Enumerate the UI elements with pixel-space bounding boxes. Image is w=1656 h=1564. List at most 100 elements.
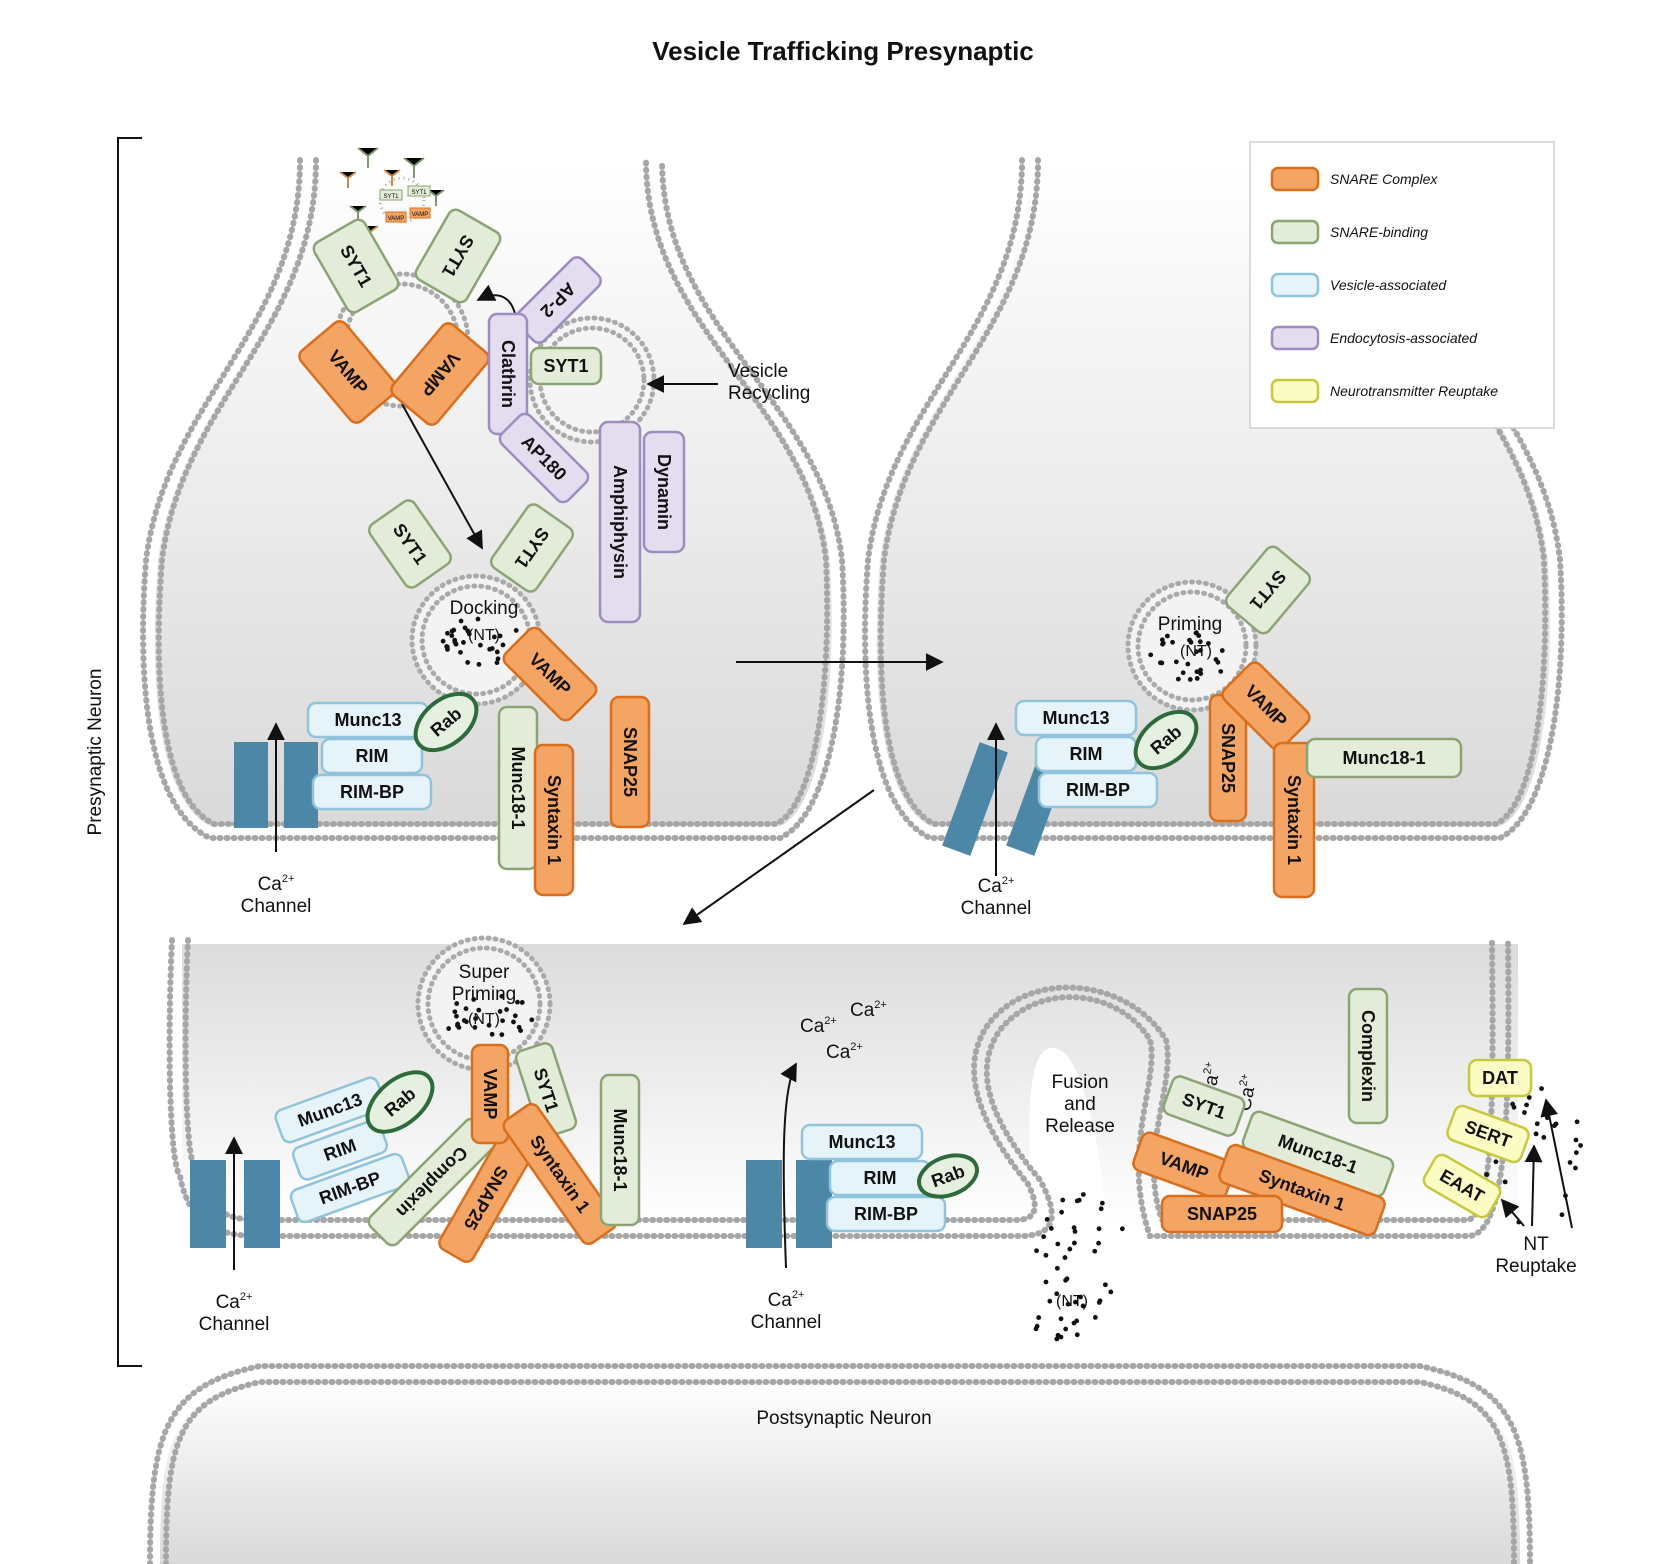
nt-label: (NT) <box>468 1011 500 1028</box>
stage-arrow-2 <box>682 789 875 926</box>
nt-label: (NT) <box>468 627 500 644</box>
nt-dot <box>1108 1289 1114 1295</box>
protein-p1-syt1-b: SYT1 <box>414 208 502 304</box>
nt-dot <box>1071 1225 1077 1231</box>
protein-p4-complexin: Complexin <box>1347 987 1389 1125</box>
nt-dot <box>1058 1316 1064 1322</box>
protein-p2-rim: RIM <box>1034 735 1138 773</box>
legend-swatch <box>1270 325 1320 351</box>
protein-p1-syt1-e: SYT1 <box>489 503 575 593</box>
protein-label: RIM <box>864 1168 897 1188</box>
nt-dot <box>1098 1206 1104 1212</box>
nt-dot <box>458 649 463 655</box>
nt-dot <box>1036 1315 1042 1320</box>
nt-dot <box>499 993 505 999</box>
protein-p2-rab: Rab <box>1133 709 1199 771</box>
ca-channel-label-4: Ca2+Channel <box>751 1289 822 1333</box>
protein-p3-munc18: Munc18-1 <box>599 1073 641 1227</box>
nt-dot <box>497 1009 503 1014</box>
nt-dot <box>451 627 457 633</box>
nt-dot <box>1170 639 1175 645</box>
nt-dot <box>1173 659 1179 665</box>
nt-dot <box>1073 1299 1078 1305</box>
protein-label: RIM <box>356 746 389 766</box>
nt-dot <box>1516 1219 1522 1225</box>
legend-item: SNARE Complex <box>1270 166 1438 192</box>
neurotransmitter-dots <box>440 616 1583 1342</box>
ca-channel-1 <box>234 722 318 852</box>
nt-dot <box>1187 677 1193 682</box>
postsynaptic-membrane-inner <box>163 1379 1517 1564</box>
mini-labels: SYT1 SYT1 VAMP VAMP <box>379 185 431 223</box>
protein-label: DAT <box>1482 1068 1518 1088</box>
mini-label: VAMP <box>388 216 405 222</box>
nt-dot <box>1215 659 1221 665</box>
protein-p1-rab: Rab <box>413 691 479 753</box>
nt-dot <box>1159 660 1165 666</box>
protein-p2-munc13: Munc13 <box>1014 699 1138 737</box>
legend-swatch <box>1270 166 1320 192</box>
nt-dot <box>463 1006 469 1012</box>
nt-dot <box>1484 1172 1490 1177</box>
nt-dot <box>1054 1265 1060 1271</box>
nt-dot <box>1526 1095 1532 1100</box>
ca-channel-3 <box>190 1136 280 1270</box>
ca-ion: Ca2+ <box>800 1015 837 1037</box>
protein-label: Munc13 <box>1042 708 1109 728</box>
nt-dot <box>449 633 455 639</box>
nt-dot <box>511 1019 516 1025</box>
super-priming-vesicle-inner <box>425 945 543 1063</box>
nt-dot <box>1033 1326 1039 1332</box>
nt-dot <box>1055 1241 1061 1247</box>
nt-dot <box>491 634 497 640</box>
nt-dot <box>452 1009 458 1015</box>
priming-vesicle <box>1125 579 1259 713</box>
protein-p1-vamp-b: VAMP <box>390 322 490 426</box>
nt-dot <box>1493 1159 1499 1165</box>
protein-p1-vamp-c: VAMP <box>502 626 598 722</box>
protein-p3-rim: RIM <box>291 1119 389 1181</box>
nt-dot <box>1218 669 1224 674</box>
nt-dot <box>471 997 477 1002</box>
nt-dot <box>1044 1216 1050 1222</box>
nt-dot <box>454 1001 460 1006</box>
legend-item: Endocytosis-associated <box>1270 325 1478 351</box>
nt-dot <box>1541 1135 1547 1140</box>
mini-label: SYT1 <box>383 194 399 200</box>
nt-dot <box>455 1021 461 1027</box>
nt-dot <box>478 642 483 648</box>
protein-label: VAMP <box>480 1069 500 1120</box>
nt-dot <box>452 639 458 645</box>
protein-p2-syntaxin: Syntaxin 1 <box>1272 741 1316 899</box>
legend-item: Neurotransmitter Reuptake <box>1270 378 1498 404</box>
nt-dot <box>446 1026 452 1031</box>
nt-dot <box>500 642 506 648</box>
protein-p1-snap25: SNAP25 <box>609 695 651 829</box>
nt-dot <box>1076 1197 1082 1203</box>
nt-dot <box>1219 648 1225 653</box>
legend-swatch <box>1270 272 1320 298</box>
legend-swatch <box>1270 219 1320 245</box>
diagram-title: Vesicle Trafficking Presynaptic <box>652 36 1034 66</box>
postsynaptic-membrane-outer <box>147 1363 1533 1564</box>
ca-channel-label-2: Ca2+Channel <box>961 875 1032 919</box>
protein-p4-rab: Rab <box>917 1153 979 1199</box>
protein-label: SNAP25 <box>1218 723 1238 793</box>
nt-dot <box>515 999 520 1005</box>
nt-dot <box>461 1018 467 1023</box>
protein-p3-syt1: SYT1 <box>514 1042 578 1138</box>
nt-dot <box>1194 630 1199 636</box>
legend-label: Neurotransmitter Reuptake <box>1330 383 1498 399</box>
protein-label: Munc18-1 <box>1342 748 1425 768</box>
nt-dot <box>1197 639 1203 645</box>
protein-label: RIM-BP <box>854 1204 918 1224</box>
legend-swatch <box>1270 378 1320 404</box>
protein-label: SNAP25 <box>620 727 640 797</box>
protein-p1-amphiphysin: Amphiphysin <box>598 420 642 624</box>
nt-dot <box>1522 1110 1527 1115</box>
mini-label: VAMP <box>412 212 429 218</box>
nt-dot <box>1096 1300 1102 1305</box>
